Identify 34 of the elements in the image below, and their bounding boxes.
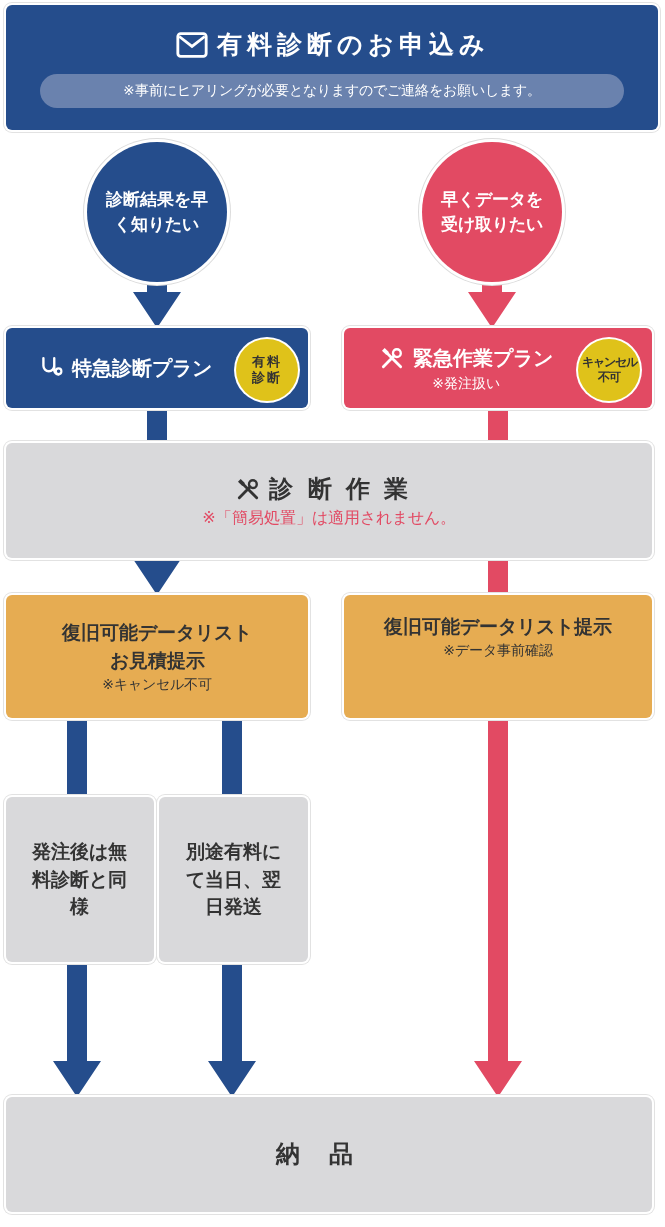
arrow (208, 962, 256, 1097)
arrow (474, 718, 522, 1097)
process-box (6, 1097, 652, 1212)
badge-circle (578, 339, 640, 401)
goal-text: 診断結果を早く知りたい (105, 188, 209, 236)
note-pill: ※事前にヒアリングが必要となりますのでご連絡をお願いします。 (40, 73, 624, 108)
box-note: ※データ事前確認 (443, 642, 553, 661)
box-note: ※発注扱い (432, 374, 501, 393)
box-title: 発注後は無料診断と同様 (30, 839, 129, 920)
badge-label: 有料診断 (252, 353, 282, 387)
process-box (6, 443, 652, 558)
box-title: 特急診断プラン (72, 354, 212, 382)
box-title: 復旧可能データリスト提示 (384, 613, 612, 639)
banner-title: 有料診断のお申込み (216, 29, 490, 61)
box-title: 復旧可能データリストお見積提示 (60, 619, 253, 673)
step-box (6, 595, 308, 718)
note-box (6, 797, 154, 962)
connector-bar (222, 718, 242, 797)
note-box (159, 797, 308, 962)
box-title: 納品 (276, 1139, 382, 1171)
box-title: 緊急作業プラン (413, 344, 553, 372)
box-title: 別途有料にて当日、翌日発送 (185, 839, 282, 920)
header-banner (6, 5, 658, 130)
box-note: ※キャンセル不可 (102, 676, 212, 695)
step-box (344, 595, 652, 718)
goal-text: 早くデータを受け取りたい (440, 188, 544, 236)
badge-circle (236, 339, 298, 401)
connector-bar (67, 718, 87, 797)
box-title: 診断作業 (269, 473, 423, 505)
badge-label: キャンセル不可 (580, 355, 638, 385)
arrow (53, 962, 101, 1097)
plan-box (344, 328, 652, 408)
box-note: ※「簡易処置」は適用されません。 (202, 508, 456, 530)
plan-box (6, 328, 308, 408)
